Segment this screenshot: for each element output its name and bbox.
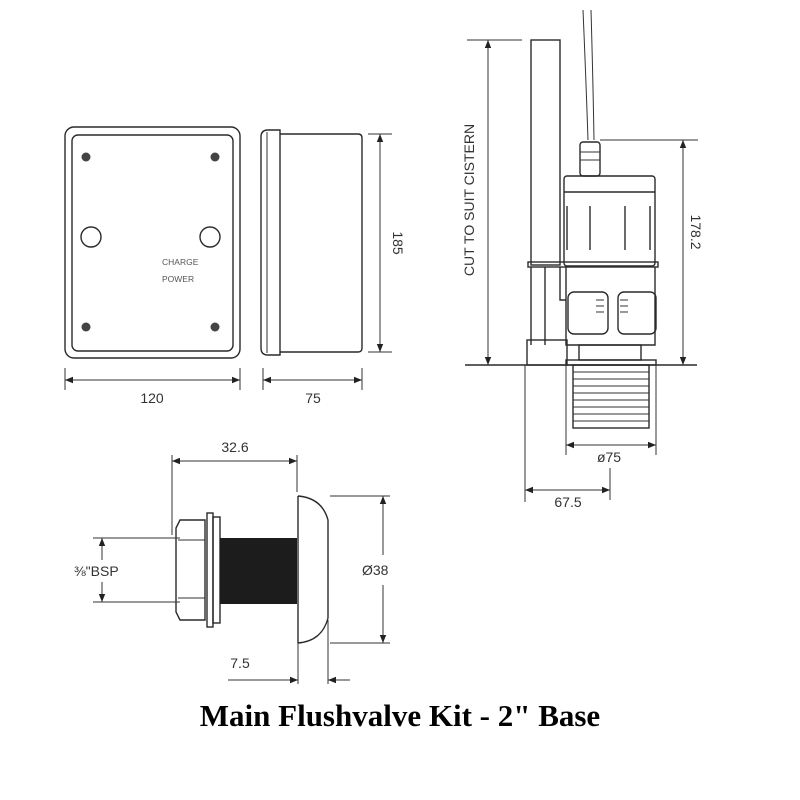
cap-7-5-label: 7.5 [230, 655, 250, 671]
dimension-diameter-75: ø75 [565, 365, 657, 465]
dimension-7-5: 7.5 [228, 620, 350, 684]
dimension-178-2: 178.2 [600, 139, 704, 365]
dimension-67-5: 67.5 [524, 365, 611, 510]
power-label: POWER [162, 274, 194, 284]
depth-75-label: 75 [305, 390, 321, 406]
dimension-bsp: ⅜"BSP [74, 537, 180, 603]
indicator-light-charge [80, 226, 102, 248]
dimension-120: 120 [64, 368, 241, 406]
diagram-title: Main Flushvalve Kit - 2" Base [200, 698, 600, 733]
screw-icon [81, 152, 220, 332]
dimension-75: 75 [262, 368, 363, 406]
sensor-fitting-drawing [175, 495, 329, 644]
control-box-side-view [260, 129, 363, 356]
diameter-75-label: ø75 [597, 449, 621, 465]
control-box-front-view: CHARGE POWER [64, 126, 241, 359]
charge-label: CHARGE [162, 257, 199, 267]
width-120-label: 120 [140, 390, 164, 406]
dimension-32-6: 32.6 [171, 439, 298, 535]
flush-valve-drawing [465, 9, 697, 429]
thread-bsp-label: ⅜"BSP [74, 563, 119, 579]
cut-to-suit-label: CUT TO SUIT CISTERN [461, 124, 477, 276]
offset-67-5-label: 67.5 [554, 494, 581, 510]
height-178-2-label: 178.2 [688, 214, 704, 249]
indicator-light-power [199, 226, 221, 248]
dimension-185: 185 [368, 133, 406, 353]
diameter-38-label: Ø38 [362, 562, 389, 578]
height-185-label: 185 [390, 231, 406, 255]
length-32-6-label: 32.6 [221, 439, 248, 455]
dimension-cut-to-suit: CUT TO SUIT CISTERN [461, 39, 522, 365]
dimension-diameter-38: Ø38 [330, 495, 390, 644]
